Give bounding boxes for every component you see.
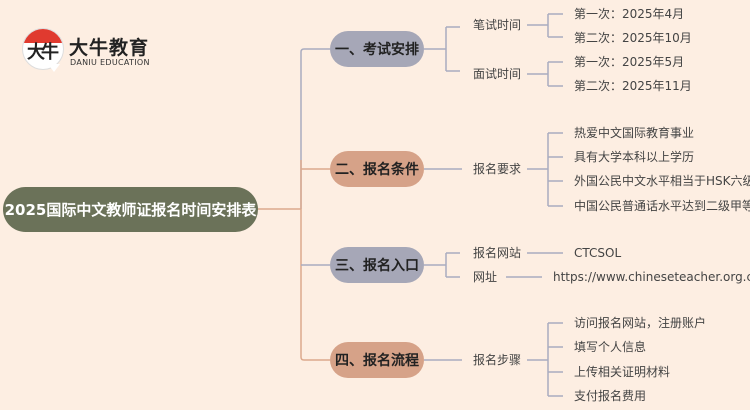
logo-badge-icon: 大牛 — [22, 28, 64, 70]
connector-b1-c2 — [527, 61, 563, 87]
logo-name-en: DANIU EDUCATION — [70, 58, 150, 67]
logo-speech-tail — [48, 64, 60, 72]
connector-b3 — [424, 252, 460, 278]
leaf-item: 上传相关证明材料 — [574, 365, 671, 379]
leaf-item: 第二次：2025年10月 — [574, 31, 692, 45]
leaf-item: 外国公民中文水平相当于HSK六级 — [574, 174, 750, 188]
leaf-item-ctcsol[interactable]: CTCSOL — [574, 246, 622, 260]
subnode-website: 报名网站 — [473, 246, 522, 260]
branch-exam-schedule: 一、考试安排 — [330, 31, 424, 67]
subnode-steps: 报名步骤 — [473, 353, 522, 367]
subnode-url: 网址 — [473, 270, 498, 284]
connector-b4-c1 — [527, 322, 563, 397]
leaf-item: 访问报名网站，注册账户 — [574, 316, 707, 330]
root-node: 2025国际中文教师证报名时间安排表 — [3, 187, 258, 232]
connector-b1-c1 — [527, 13, 563, 38]
subnode-interview: 面试时间 — [473, 67, 522, 81]
connector-trunk-upper — [300, 48, 330, 209]
connector-b1 — [424, 26, 460, 72]
connector-b2-c1 — [527, 132, 563, 207]
connector-trunk-lower — [300, 160, 330, 361]
subnode-requirements: 报名要求 — [473, 162, 522, 176]
branch-entry: 三、报名入口 — [330, 247, 424, 283]
leaf-item-url-link[interactable]: https://www.chineseteacher.org.cn — [553, 270, 750, 284]
leaf-item: 第一次：2025年5月 — [574, 55, 685, 69]
subnode-written-exam: 笔试时间 — [473, 18, 522, 32]
leaf-item: 具有大学本科以上学历 — [574, 150, 695, 164]
branch-requirements: 二、报名条件 — [330, 151, 424, 187]
leaf-item: 热爱中文国际教育事业 — [574, 126, 695, 140]
leaf-item: 填写个人信息 — [574, 340, 647, 354]
leaf-item: 第二次：2025年11月 — [574, 79, 692, 93]
logo-name-cn: 大牛教育 — [69, 37, 150, 59]
leaf-item: 支付报名费用 — [574, 389, 647, 403]
branch-process: 四、报名流程 — [330, 342, 424, 378]
leaf-item: 中国公民普通话水平达到二级甲等 — [574, 199, 750, 213]
logo-badge-text: 大牛 — [27, 42, 59, 63]
brand-logo: 大牛 大牛教育 DANIU EDUCATION — [22, 28, 172, 73]
leaf-item: 第一次：2025年4月 — [574, 7, 685, 21]
